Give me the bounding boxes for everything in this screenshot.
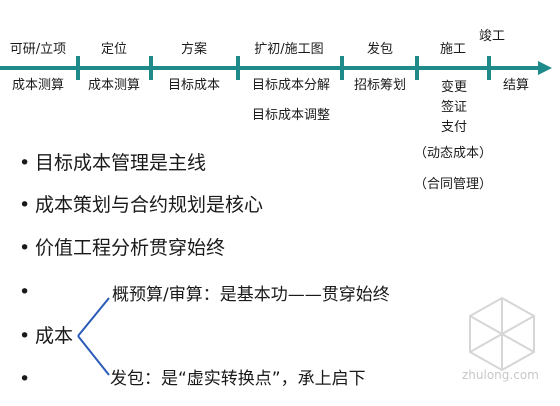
stage-item: 目标成本 <box>167 78 221 93</box>
bullet-text: 目标成本管理是主线 <box>35 152 207 174</box>
bullet-item: • <box>19 280 35 304</box>
stage-item: 目标成本调整 <box>251 108 331 123</box>
timeline-tick <box>415 56 419 80</box>
timeline-tick <box>487 56 491 80</box>
bullet-text: 价值工程分析贯穿始终 <box>35 237 226 259</box>
branch-lower-text: 发包：是“虚实转换点”，承上启下 <box>110 369 366 389</box>
branch-upper-text: 概预算/审算：是基本功——贯穿始终 <box>112 285 390 305</box>
stage-label-construction: 施工 <box>439 42 467 57</box>
branch-line-lower <box>77 335 110 376</box>
timeline-arrow-icon <box>538 61 552 75</box>
bullet-item: •价值工程分析贯穿始终 <box>19 236 225 260</box>
stage-item: 支付 <box>440 120 468 135</box>
stage-item: 签证 <box>440 100 468 115</box>
stage-item: 结算 <box>502 78 530 93</box>
stage-label-completion: 竣工 <box>478 29 506 44</box>
bullet-item: •成本策划与合约规划是核心 <box>19 193 263 217</box>
timeline-axis <box>0 66 540 70</box>
bullet-dot: • <box>19 325 31 347</box>
watermark-text: zhulong.com <box>462 368 539 382</box>
stage-item: 招标筹划 <box>353 78 407 93</box>
timeline-tick <box>236 56 240 80</box>
timeline-tick <box>340 56 344 80</box>
bullet-item: •目标成本管理是主线 <box>19 151 206 175</box>
bullet-dot: • <box>19 368 31 390</box>
bullet-text: 成本 <box>35 325 74 347</box>
bullet-item: •成本 <box>19 324 73 348</box>
bullet-dot: • <box>19 152 31 174</box>
watermark-logo-icon <box>469 296 535 372</box>
stage-item: 变更 <box>440 80 468 95</box>
bullet-text: 成本策划与合约规划是核心 <box>35 194 264 216</box>
stage-item: 成本测算 <box>11 78 65 93</box>
stage-item: （合同管理） <box>413 177 493 192</box>
timeline-tick <box>76 56 80 80</box>
stage-label-scheme: 方案 <box>180 42 208 57</box>
bullet-dot: • <box>19 237 31 259</box>
bullet-dot: • <box>19 281 31 303</box>
stage-item: （动态成本） <box>413 146 493 161</box>
stage-label-bidding: 发包 <box>366 42 394 57</box>
branch-line-upper <box>77 297 110 337</box>
bullet-dot: • <box>19 194 31 216</box>
stage-label-positioning: 定位 <box>100 42 128 57</box>
timeline-tick <box>149 56 153 80</box>
stage-label-feasibility: 可研/立项 <box>9 42 67 57</box>
bullet-item: • <box>19 367 35 391</box>
stage-item: 目标成本分解 <box>251 78 331 93</box>
stage-item: 成本测算 <box>87 78 141 93</box>
stage-label-design: 扩初/施工图 <box>254 42 324 57</box>
